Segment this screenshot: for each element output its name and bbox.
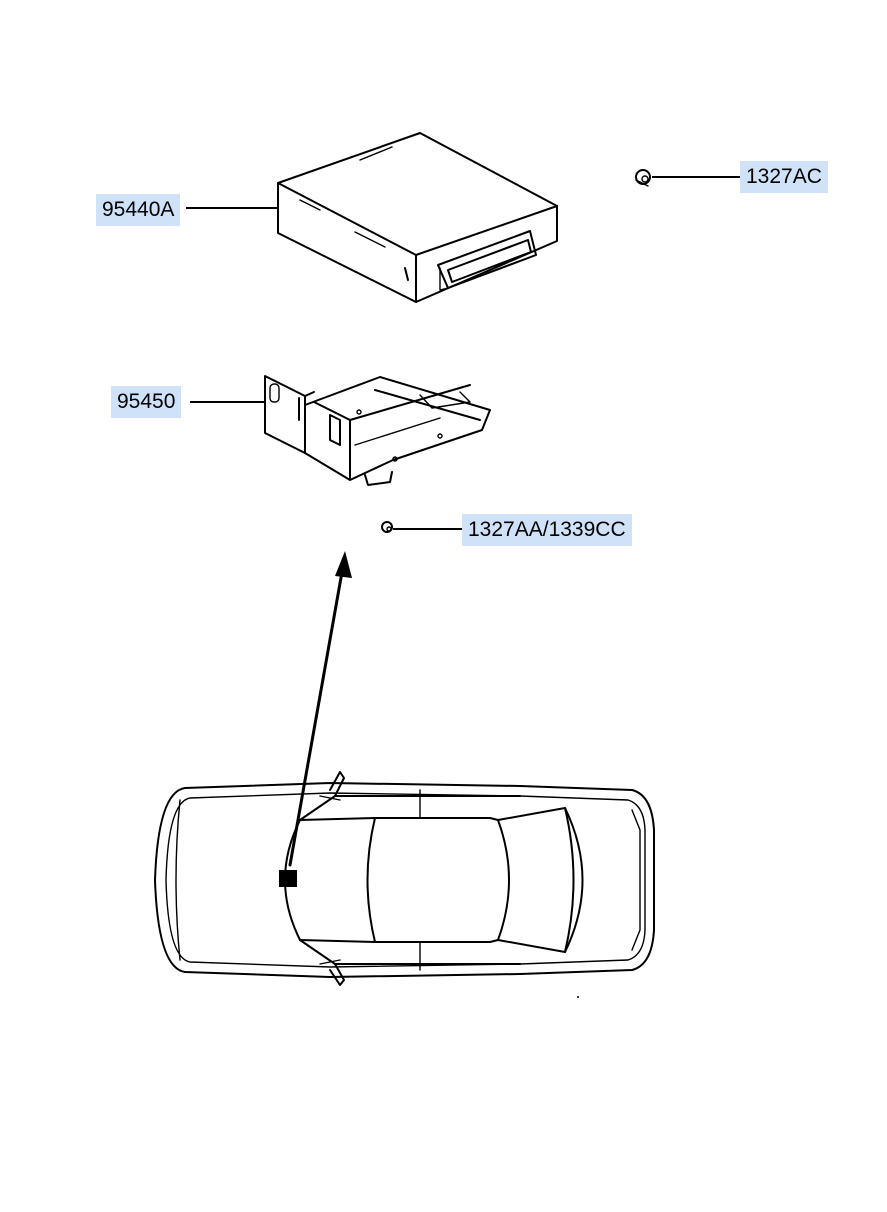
callout-1327AC[interactable]: 1327AC — [740, 161, 828, 193]
callout-95450[interactable]: 95450 — [111, 386, 182, 418]
ecu-location-marker — [279, 870, 297, 887]
ecu-module[interactable] — [277, 132, 558, 303]
vehicle-top-view — [154, 771, 655, 998]
ecu-bracket[interactable] — [264, 375, 491, 486]
location-arrow — [288, 551, 352, 867]
ecu-screw[interactable] — [635, 169, 651, 187]
bracket-screw[interactable] — [381, 521, 393, 533]
callout-1327AA-1339CC[interactable]: 1327AA/1339CC — [462, 514, 632, 546]
callout-95440A[interactable]: 95440A — [96, 194, 181, 226]
